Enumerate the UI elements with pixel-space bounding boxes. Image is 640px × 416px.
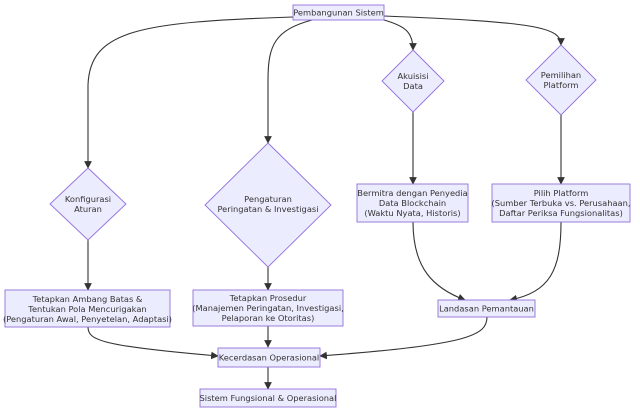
node-label: Landasan Pemantauan [439,304,534,314]
node-kecerdasan-operasional: Kecerdasan Operasional [217,347,321,368]
node-sistem-fungsional: Sistem Fungsional & Operasional [200,388,337,408]
edge-pembangunan-to-akuisisi [383,19,417,51]
edge-pembangunan-to-pengaturan [264,19,313,144]
node-label: Platform [544,80,579,90]
node-label: (Sumber Terbuka vs. Perusahaan, [491,198,630,208]
node-pembangunan-sistem: Pembangunan Sistem [292,4,385,21]
node-label: Pelaporan ke Otoritas) [222,313,315,323]
node-label: Tetapkan Ambang Batas & [32,294,143,304]
node-label: Pilih Platform [534,188,589,198]
node-label: Pembangunan Sistem [293,8,384,18]
node-label: Data Blockchain [379,198,446,208]
node-label: Konfigurasi [65,194,111,204]
node-label: Pengaturan [244,194,292,204]
node-label: Aturan [74,204,102,214]
node-landasan-pemantauan: Landasan Pemantauan [437,299,536,318]
edges [84,15,565,390]
node-pemilihan-platform: Pemilihan Platform [525,44,597,116]
node-label: Bermitra dengan Penyedia [357,188,467,198]
node-label: Akuisisi [397,71,428,81]
node-konfigurasi-aturan: Konfigurasi Aturan [49,167,127,241]
node-label: Peringatan & Investigasi [217,204,318,214]
node-label: Pemilihan [541,70,581,80]
edge-landasan-to-kecerdasan [319,316,488,360]
edge-bermitra-to-landasan [412,221,466,302]
edge-pembangunan-to-konfigurasi [84,16,294,169]
node-tetapkan-ambang: Tetapkan Ambang Batas & Tentukan Pola Me… [3,289,172,328]
node-tetapkan-prosedur: Tetapkan Prosedur (Manajemen Peringatan,… [192,289,344,327]
node-bermitra: Bermitra dengan Penyedia Data Blockchain… [356,183,469,223]
node-label: (Manajemen Peringatan, Investigasi, [192,303,344,313]
node-akuisisi-data: Akuisisi Data [381,49,445,113]
node-label: Data [403,81,423,91]
node-label: (Waktu Nyata, Historis) [364,208,460,218]
node-pengaturan-peringatan: Pengaturan Peringatan & Investigasi [204,142,332,268]
node-pilih-platform: Pilih Platform (Sumber Terbuka vs. Perus… [491,183,631,223]
node-label: Kecerdasan Operasional [219,353,319,363]
node-label: Tentukan Pola Mencurigakan [27,304,146,314]
node-label: Tetapkan Prosedur [229,293,307,303]
edge-tetapkan-ambang-to-kecerdasan [87,326,219,360]
edge-pilih-platform-to-landasan [509,221,562,303]
node-label: Sistem Fungsional & Operasional [200,393,337,403]
node-label: (Pengaturan Awal, Penyetelan, Adaptasi) [3,314,172,324]
node-label: Daftar Periksa Fungsionalitas) [499,208,623,218]
edge-pembangunan-to-pemilihan [383,15,565,46]
